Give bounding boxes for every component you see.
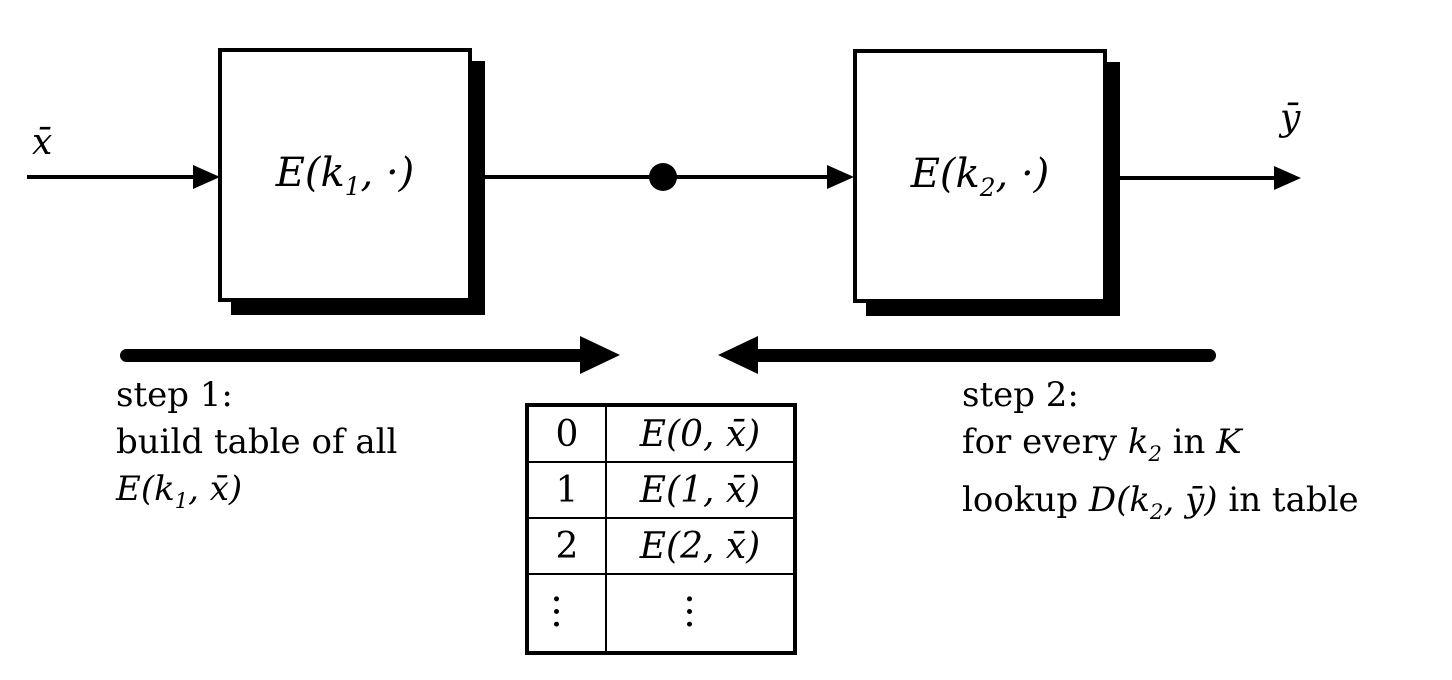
table-row: 1 E(1, x̄) xyxy=(529,463,793,519)
table-value-cell: E(0, x̄) xyxy=(639,413,761,455)
step2-arrowhead-icon xyxy=(718,336,758,374)
encryption-box-1: E(k1, ·) xyxy=(218,48,472,302)
step2-line2-k2: k2 xyxy=(1127,422,1162,466)
table-key-cell: … xyxy=(529,575,607,651)
step2-line3-math-tail: , ȳ) xyxy=(1163,479,1218,520)
input-label-xbar: x̄ xyxy=(32,122,53,163)
step2-line2-text1: for every xyxy=(962,422,1128,462)
step1-text-block: step 1: build table of all E(k1, x̄) xyxy=(116,372,397,524)
step2-line1: step 2: xyxy=(962,375,1079,415)
box1-label-tail: , ·) xyxy=(360,149,415,196)
step1-line1: step 1: xyxy=(116,375,233,415)
step2-text-block: step 2: for every k2 in K lookup D(k2, ȳ… xyxy=(962,372,1359,535)
table-row-ellipsis: … … xyxy=(529,575,793,651)
step2-line2-k: k xyxy=(1127,422,1149,462)
step1-arrowhead-icon xyxy=(580,336,620,374)
box1-label-subscript: 1 xyxy=(344,171,361,201)
step1-line3-subscript: 1 xyxy=(174,487,189,513)
box1-label-main: E(k xyxy=(275,149,345,196)
table-value-cell: E(1, x̄) xyxy=(639,469,761,511)
lookup-table: 0 E(0, x̄) 1 E(1, x̄) 2 E(2, x̄) … … xyxy=(525,403,797,655)
step2-line2-ksub: 2 xyxy=(1148,440,1162,466)
vertical-ellipsis: … xyxy=(678,592,722,634)
step1-arrow-shaft xyxy=(120,349,584,362)
step1-line3-tail: , x̄) xyxy=(188,469,243,509)
input-arrow-line xyxy=(27,175,197,179)
step2-arrow-shaft xyxy=(755,349,1216,362)
table-value-cell: … xyxy=(607,575,793,651)
step2-line3-math-main: D(k xyxy=(1088,479,1151,520)
output-label-ybar: ȳ xyxy=(1280,98,1301,139)
step2-line3: lookup D(k2, ȳ) in table xyxy=(962,477,1359,535)
box2-label-main: E(k xyxy=(910,150,980,197)
junction-dot xyxy=(649,163,677,191)
encryption-box-2: E(k2, ·) xyxy=(853,49,1107,303)
table-key-cell: 0 xyxy=(529,407,607,461)
box1-label: E(k1, ·) xyxy=(276,150,415,201)
box2-label-subscript: 2 xyxy=(979,172,996,202)
step2-line3-text1: lookup xyxy=(962,479,1089,520)
step2-line3-math-subscript: 2 xyxy=(1150,498,1164,524)
table-row: 2 E(2, x̄) xyxy=(529,519,793,575)
input-arrowhead-icon xyxy=(193,165,220,189)
table-row: 0 E(0, x̄) xyxy=(529,407,793,463)
vertical-ellipsis: … xyxy=(545,592,589,634)
step1-line3-main: E(k xyxy=(116,469,175,509)
step2-line2-text2: in xyxy=(1161,422,1217,462)
table-key-cell: 2 xyxy=(529,519,607,573)
box2-label: E(k2, ·) xyxy=(911,151,1050,202)
step1-line3: E(k1, x̄) xyxy=(116,466,397,524)
step2-line3-math: D(k2, ȳ) xyxy=(1088,479,1218,524)
output-arrowhead-icon xyxy=(1274,166,1301,190)
step2-line3-text2: in table xyxy=(1217,479,1359,520)
middle-arrowhead-icon xyxy=(827,165,854,189)
table-value-cell: E(2, x̄) xyxy=(639,525,761,567)
output-arrow-line xyxy=(1103,176,1278,180)
box2-label-tail: , ·) xyxy=(995,150,1050,197)
step2-line2-keyspace-K: K xyxy=(1216,422,1242,462)
step2-line2: for every k2 in K xyxy=(962,419,1359,477)
step1-line2: build table of all xyxy=(116,422,398,462)
table-key-cell: 1 xyxy=(529,463,607,517)
